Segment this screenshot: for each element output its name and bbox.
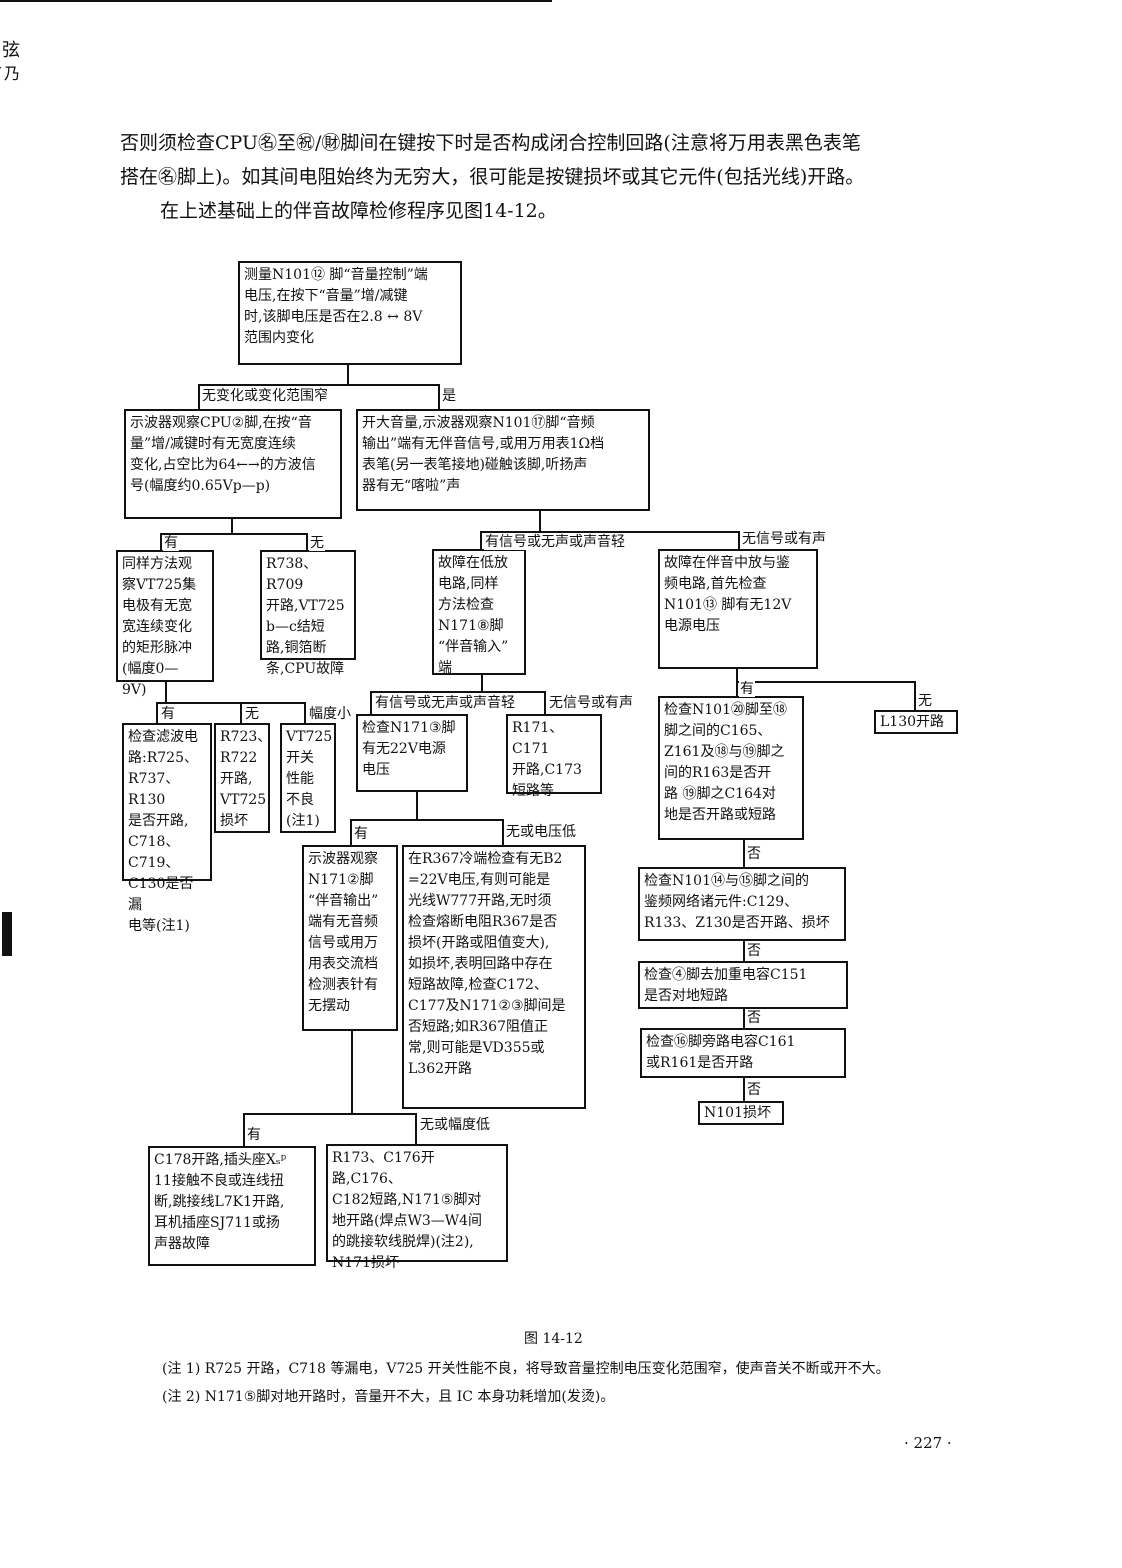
- label-have-mid: 有: [739, 681, 755, 697]
- pin16-box: 检查⑯脚旁路电容C161 或R161是否开路: [640, 1028, 846, 1078]
- label-no-change: 无变化或变化范围窄: [201, 388, 329, 404]
- connector: [160, 533, 162, 551]
- label-small-amplitude: 幅度小: [308, 706, 352, 722]
- label-have-cpu: 有: [163, 535, 179, 551]
- connector: [350, 819, 352, 845]
- connector: [480, 531, 740, 533]
- filter-check-box: 检查滤波电 路:R725、 R737、R130 是否开路, C718、C719、…: [122, 723, 212, 934]
- r738-box: R738、R709 开路,VT725 b—c结短 路,铜箔断 条,CPU故障: [260, 550, 356, 677]
- start-box: 测量N101⑫ 脚“音量控制”端 电压,在按下“音量”增/减键 时,该脚电压是否…: [238, 261, 462, 365]
- connector: [243, 1113, 245, 1147]
- label-no-1: 否: [746, 846, 762, 862]
- footnote-2: (注 2) N171⑤脚对地开路时，音量开不大，且 IC 本身功耗增加(发烫)。: [162, 1389, 615, 1405]
- connector: [743, 1007, 745, 1029]
- label-none-vt725: 无: [244, 706, 260, 722]
- top-rule: [0, 0, 552, 2]
- label-no-2: 否: [746, 943, 762, 959]
- connector: [240, 702, 242, 724]
- n171-pin3-box: 检查N171③脚 有无22V电源 电压: [356, 714, 468, 792]
- vt725-pulse-box: 同样方法观 察VT725集 电极有无宽 宽连续变化 的矩形脉冲 (幅度0— 9V…: [116, 550, 214, 698]
- label-have-22v: 有: [353, 826, 369, 842]
- pin4-box: 检查④脚去加重电容C151 是否对地短路: [638, 961, 848, 1009]
- connector: [539, 510, 541, 532]
- mid-amp-box: 故障在伴音中放与鉴 频电路,首先检查 N101⑬ 脚有无12V 电源电压: [658, 549, 818, 669]
- connector: [914, 681, 916, 711]
- connector: [415, 1113, 417, 1145]
- connector: [165, 680, 167, 703]
- connector: [370, 691, 546, 693]
- n101-pin20-box: 检查N101⑳脚至⑱ 脚之间的C165、 Z161及⑱与⑲脚之 间的R163是否…: [658, 696, 804, 840]
- connector: [347, 363, 349, 385]
- cpu2-box: 示波器观察CPU②脚,在按“音 量”增/减键时有无宽度连续 变化,占空比为64←…: [124, 409, 342, 519]
- label-signal-big: 有信号或无声或声音轻: [484, 534, 626, 550]
- connector: [438, 384, 440, 410]
- connector: [743, 838, 745, 868]
- paragraph-line-2: 搭在㊔脚上)。如其间电阻始终为无穷大，很可能是按键损坏或其它元件(包括光线)开路…: [120, 166, 865, 188]
- r171-box: R171、C171 开路,C173 短路等: [506, 714, 602, 799]
- connector: [736, 668, 738, 682]
- connector: [481, 672, 483, 692]
- connector: [370, 691, 372, 715]
- page-number: · 227 ·: [904, 1434, 952, 1452]
- r723-box: R723、 R722 开路, VT725 损坏: [214, 723, 271, 833]
- label-signal-low: 有信号或无声或声音轻: [374, 695, 516, 711]
- label-nosignal-low: 无信号或有声: [548, 695, 634, 711]
- connector: [502, 819, 504, 847]
- label-nosignal-big: 无信号或有声: [741, 531, 827, 547]
- label-low-voltage: 无或电压低: [505, 824, 577, 840]
- connector: [736, 681, 738, 697]
- label-have-audio: 有: [246, 1127, 262, 1143]
- connector: [351, 1030, 353, 1114]
- connector: [306, 533, 308, 551]
- vt725-switch-box: VT725 开关 性能 不良 (注1): [280, 723, 336, 833]
- label-yes: 是: [441, 388, 457, 404]
- paragraph-line-3: 在上述基础上的伴音故障检修程序见图14-12。: [160, 200, 557, 222]
- connector: [743, 1077, 745, 1102]
- label-none-cpu: 无: [309, 535, 325, 551]
- label-have-vt725: 有: [160, 706, 176, 722]
- connector: [198, 384, 200, 410]
- margin-mark-bar: [2, 912, 12, 956]
- connector: [160, 533, 308, 535]
- margin-mark-second: ̇乃: [4, 64, 21, 83]
- connector: [544, 691, 546, 715]
- figure-caption: 图 14-12: [524, 1331, 583, 1347]
- connector: [480, 531, 482, 549]
- connector: [736, 681, 916, 683]
- n101-broken-box: N101损坏: [698, 1101, 784, 1125]
- connector: [304, 702, 306, 724]
- connector: [231, 518, 233, 534]
- osc-n171-pin2-box: 示波器观察 N171②脚 “伴音输出” 端有无音频 信号或用万 用表交流档 检测…: [302, 845, 398, 1031]
- low-amp-box: 故障在低放 电路,同样 方法检查 N171⑧脚 “伴音输入” 端: [432, 549, 526, 676]
- connector: [743, 940, 745, 962]
- c178-box: C178开路,插头座Xₛᵖ 11接触不良或连线扭 断,跳接线L7K1开路, 耳机…: [148, 1146, 316, 1266]
- connector: [350, 819, 504, 821]
- footnote-1: (注 1) R725 开路，C718 等漏电，V725 开关性能不良，将导致音量…: [162, 1361, 890, 1377]
- connector: [416, 790, 418, 820]
- paragraph-line-1: 否则须检查CPU㊔至㊗/㊖脚间在键按下时是否构成闭合控制回路(注意将万用表黑色表…: [120, 132, 861, 154]
- connector: [738, 531, 740, 549]
- connector: [198, 384, 440, 386]
- label-low-amplitude: 无或幅度低: [419, 1117, 491, 1133]
- connector: [243, 1113, 417, 1115]
- r367-box: 在R367冷端检查有无B2 =22V电压,有则可能是 光线W777开路,无时须 …: [402, 845, 586, 1109]
- connector: [156, 702, 306, 704]
- n101-pin14-box: 检查N101⑭与⑮脚之间的 鉴频网络诸元件:C129、 R133、Z130是否开…: [638, 867, 846, 941]
- r173-box: R173、C176开路,C176、 C182短路,N171⑤脚对 地开路(焊点W…: [326, 1144, 508, 1271]
- margin-mark-top: 弦: [2, 40, 20, 61]
- label-no-4: 否: [746, 1082, 762, 1098]
- big-volume-box: 开大音量,示波器观察N101⑰脚“音频 输出”端有无伴音信号,或用万用表1Ω档 …: [356, 409, 650, 511]
- l130-box: L130开路: [874, 710, 958, 734]
- label-no-3: 否: [746, 1010, 762, 1026]
- connector: [156, 702, 158, 724]
- label-none-mid: 无: [917, 693, 933, 709]
